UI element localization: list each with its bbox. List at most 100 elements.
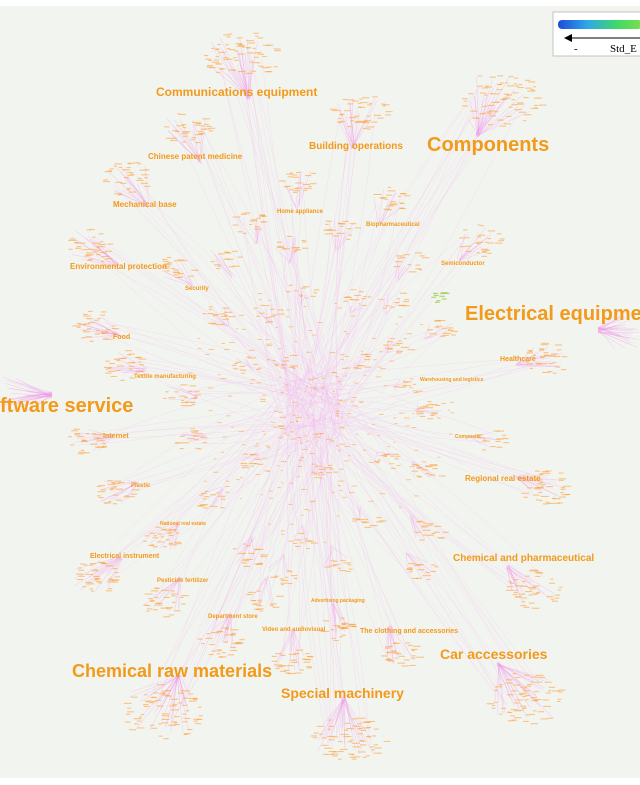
graph-node xyxy=(383,208,391,210)
graph-edge xyxy=(338,227,355,250)
graph-node xyxy=(412,390,415,391)
graph-node xyxy=(513,83,518,85)
graph-edge xyxy=(299,411,556,481)
cluster-label-plastic: Plastic xyxy=(131,483,151,489)
graph-node xyxy=(361,518,369,520)
graph-node xyxy=(281,364,287,366)
graph-node xyxy=(325,229,333,231)
graph-edge xyxy=(292,89,477,400)
graph-edge xyxy=(215,614,229,645)
graph-node xyxy=(321,744,328,746)
graph-node xyxy=(527,683,532,685)
graph-node xyxy=(143,694,148,696)
graph-node xyxy=(329,725,334,727)
graph-node xyxy=(529,570,537,572)
graph-node xyxy=(215,48,220,50)
graph-node xyxy=(443,332,452,334)
graph-node xyxy=(547,717,554,719)
graph-node xyxy=(171,595,176,597)
graph-node xyxy=(393,386,399,388)
graph-edge xyxy=(292,629,295,671)
graph-node xyxy=(157,684,165,686)
graph-node xyxy=(217,495,226,497)
graph-edge xyxy=(114,384,291,485)
graph-node xyxy=(116,499,123,501)
graph-node xyxy=(228,49,236,51)
graph-node xyxy=(475,117,480,119)
graph-edge xyxy=(326,353,557,428)
graph-node xyxy=(501,707,506,709)
graph-node xyxy=(390,467,395,469)
graph-edge xyxy=(297,424,412,576)
graph-node xyxy=(182,141,187,143)
graph-node xyxy=(277,666,283,668)
graph-node xyxy=(290,659,297,661)
graph-node xyxy=(163,397,167,399)
graph-node xyxy=(230,634,236,636)
graph-node xyxy=(223,34,230,36)
graph-node xyxy=(267,471,270,473)
graph-node xyxy=(155,699,162,701)
graph-node xyxy=(169,542,174,544)
graph-edge xyxy=(597,328,634,332)
graph-edge xyxy=(289,629,292,651)
graph-node xyxy=(462,98,468,100)
graph-node xyxy=(238,430,245,432)
graph-node xyxy=(137,163,142,165)
graph-node xyxy=(183,733,191,735)
graph-edge xyxy=(214,69,248,97)
graph-node xyxy=(497,75,504,77)
graph-node xyxy=(175,130,180,132)
graph-node xyxy=(303,509,309,510)
graph-edge xyxy=(285,401,323,572)
graph-node xyxy=(187,438,196,440)
graph-node xyxy=(104,366,112,368)
graph-node xyxy=(535,572,543,574)
graph-edge xyxy=(216,66,251,97)
graph-node xyxy=(134,162,139,164)
graph-edge xyxy=(95,434,115,444)
graph-node xyxy=(180,384,188,386)
graph-node xyxy=(157,533,163,535)
graph-node xyxy=(379,197,387,199)
graph-node xyxy=(107,170,112,172)
graph-node xyxy=(264,470,270,472)
graph-node xyxy=(332,390,335,392)
graph-node xyxy=(138,716,142,718)
graph-edge xyxy=(413,461,415,463)
graph-node xyxy=(161,713,170,715)
graph-node xyxy=(200,437,208,439)
graph-edge xyxy=(477,93,524,137)
graph-edge xyxy=(303,185,334,427)
graph-node xyxy=(161,692,165,694)
graph-node xyxy=(291,247,298,249)
graph-node xyxy=(277,313,285,315)
graph-node xyxy=(183,697,190,699)
graph-node xyxy=(265,317,271,319)
graph-node xyxy=(528,594,532,596)
graph-node xyxy=(253,363,259,365)
graph-edge xyxy=(256,217,258,244)
graph-node xyxy=(222,318,230,320)
graph-node xyxy=(419,415,426,417)
graph-node xyxy=(182,704,188,706)
graph-edge xyxy=(351,125,363,148)
graph-node xyxy=(488,113,492,115)
graph-node xyxy=(88,322,95,324)
graph-edge xyxy=(384,300,400,316)
graph-edge xyxy=(211,380,322,637)
graph-node xyxy=(344,722,350,724)
graph-node xyxy=(373,752,382,754)
graph-node xyxy=(169,529,177,531)
graph-node xyxy=(195,447,200,449)
graph-node xyxy=(121,169,127,171)
graph-edge xyxy=(247,69,250,99)
graph-node xyxy=(269,603,277,605)
graph-edge xyxy=(335,697,344,739)
graph-node xyxy=(500,82,504,84)
graph-node xyxy=(125,713,131,715)
graph-node xyxy=(318,472,324,474)
graph-node xyxy=(206,633,211,635)
graph-node xyxy=(335,410,340,412)
graph-node xyxy=(140,714,145,716)
